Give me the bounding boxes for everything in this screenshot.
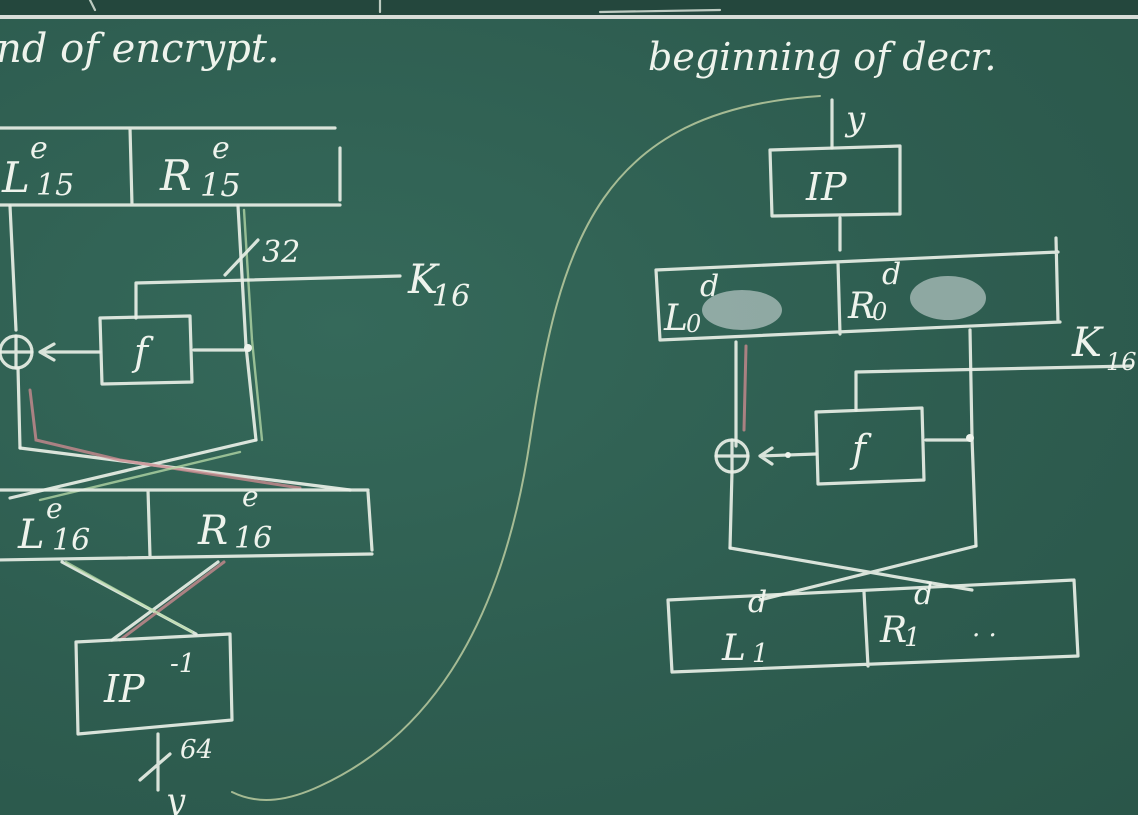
label-l0-sup: d — [700, 269, 719, 304]
xor-cross-enc — [0, 334, 34, 370]
arrow-dot-dec — [785, 452, 791, 458]
xor-output-dec — [728, 470, 734, 550]
label-r15: R — [159, 151, 192, 200]
output-wire-64 — [138, 732, 172, 792]
top-scribbles — [88, 0, 722, 14]
label-64: 64 — [180, 735, 213, 765]
label-l16-sub: 16 — [52, 523, 90, 558]
red-overlay-enc — [28, 388, 302, 490]
label-r16: R — [197, 508, 228, 554]
register-l15-r15 — [0, 126, 342, 207]
label-l15-sup: e — [30, 131, 48, 166]
junction-dot-dec — [966, 434, 974, 442]
junction-dot-enc — [244, 344, 252, 352]
label-k16-dec-sub: 16 — [1106, 348, 1137, 376]
f-box-enc — [98, 314, 194, 386]
label-l16-sup: e — [46, 492, 63, 525]
label-r15-sub: 15 — [200, 166, 241, 204]
board-top-edge — [0, 0, 1138, 16]
label-l15: L — [1, 153, 30, 202]
label-l0-sub: 0 — [686, 310, 701, 338]
eraser-smudge-l0 — [702, 290, 782, 330]
connecting-curve — [231, 95, 821, 801]
label-r0: R — [847, 286, 875, 327]
label-k16-dec: K — [1071, 320, 1104, 366]
f-box-dec — [814, 406, 926, 486]
label-f-dec: f — [849, 427, 872, 471]
label-ip-inverse: IP — [103, 667, 146, 711]
green-swap-enc — [64, 560, 194, 634]
encryption-wires-down — [8, 204, 258, 442]
label-k16-enc: K — [407, 257, 440, 303]
cross-wires-dec — [728, 544, 978, 602]
key-line-k16-enc — [134, 274, 402, 320]
key-line-k16-dec — [854, 364, 1134, 412]
label-r1: R — [879, 610, 907, 651]
label-r15-sup: e — [212, 131, 230, 166]
label-r16-sup: e — [242, 480, 259, 513]
label-k16-enc-sub: 16 — [432, 279, 470, 314]
xor-cross-dec — [714, 438, 750, 474]
eraser-smudge-r0 — [910, 276, 986, 320]
register-l0-r0 — [654, 236, 1062, 342]
register-l1-r1 — [666, 578, 1080, 674]
register-l16-r16 — [0, 488, 374, 562]
cross-wire-enc-b — [8, 438, 258, 500]
heading-end-of-encrypt: nd of encrypt. — [0, 26, 280, 72]
label-32: 32 — [262, 235, 300, 270]
ip-box-dec — [768, 144, 902, 218]
label-l0: L — [663, 298, 688, 339]
label-l16: L — [17, 512, 45, 558]
heading-beginning-of-decr: beginning of decr. — [648, 35, 996, 79]
label-r16-sub: 16 — [234, 521, 272, 556]
red-overlay-dec — [742, 344, 748, 432]
label-l1-sub: 1 — [752, 639, 769, 669]
label-r0-sup: d — [882, 257, 901, 292]
xor-output-enc — [16, 366, 22, 450]
tick-32 — [223, 238, 260, 277]
trailing-dots: . . — [972, 613, 997, 643]
green-cross-enc — [38, 450, 242, 502]
label-l1: L — [721, 628, 746, 669]
red-swap-enc — [118, 560, 226, 642]
f-output-arrow-enc — [38, 342, 102, 362]
label-f-enc: f — [131, 330, 154, 374]
label-y-dec: y — [844, 99, 866, 139]
label-r0-sub: 0 — [872, 298, 887, 326]
ip-inverse-box — [74, 632, 234, 736]
label-ip-dec: IP — [805, 165, 848, 209]
label-r1-sub: 1 — [904, 623, 921, 653]
label-l1-sup: d — [748, 585, 767, 620]
label-l15-sub: 15 — [36, 168, 74, 203]
label-ip-inverse-sup: -1 — [170, 649, 195, 679]
label-r1-sup: d — [914, 577, 933, 612]
label-y-enc: y — [164, 781, 186, 815]
